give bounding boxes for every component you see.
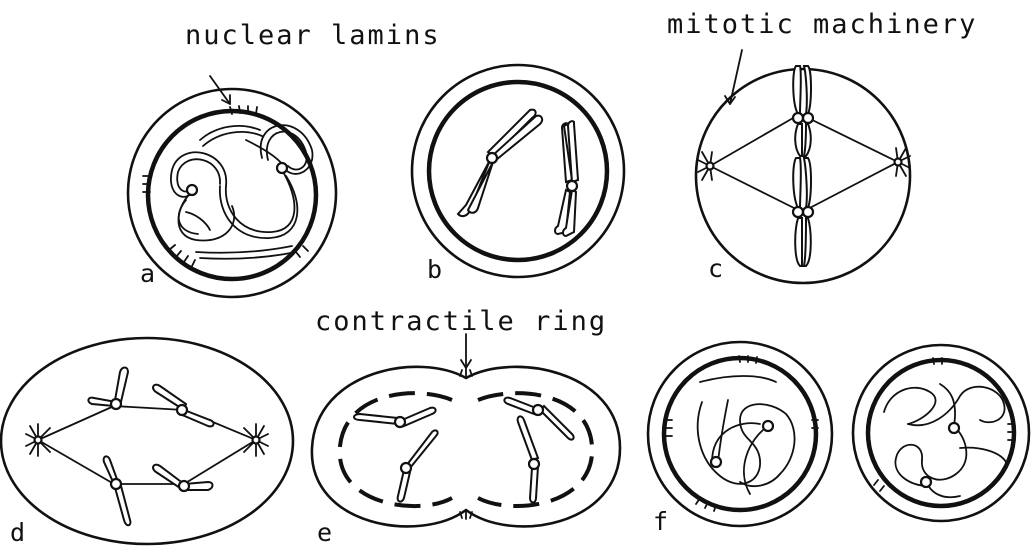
- panel-b-chromosome-1: [458, 110, 542, 216]
- panel-c-chromosomes: [793, 66, 813, 266]
- panel-c-letter: c: [708, 254, 724, 283]
- panel-e: contractile ring e: [312, 306, 620, 546]
- panel-b: b: [412, 65, 624, 284]
- panel-c-centrosome-left: [707, 163, 714, 170]
- panel-c-centrosome-right: [895, 159, 902, 166]
- nuclear-lamins-label: nuclear lamins: [185, 20, 441, 51]
- panel-e-contractile-ring-marks: [460, 369, 472, 519]
- contractile-ring-label: contractile ring: [315, 306, 607, 337]
- panel-f-left-nuclear-envelope: [664, 358, 816, 510]
- mitotic-machinery-label: mitotic machinery: [667, 9, 977, 40]
- panel-b-centromere-1: [487, 153, 497, 163]
- panel-e-cell-membrane: [312, 367, 620, 527]
- panel-f: f: [648, 342, 1029, 536]
- panel-d-spindle: [38, 406, 256, 484]
- panel-e-ring-arrow: [461, 334, 471, 368]
- panel-b-cell-membrane: [412, 65, 624, 277]
- panel-f-right-nuclear-envelope: [868, 360, 1014, 506]
- panel-d: d: [1, 338, 293, 546]
- panel-a-letter: a: [140, 259, 156, 288]
- panel-e-letter: e: [317, 518, 333, 546]
- panel-b-chromosome-2: [555, 121, 578, 236]
- panel-f-left-cell-membrane: [648, 342, 832, 526]
- panel-f-right-cell-membrane: [853, 345, 1029, 521]
- panel-b-centromere-2: [567, 181, 577, 191]
- panel-f-letter: f: [653, 507, 669, 536]
- panel-b-letter: b: [427, 255, 443, 284]
- panel-d-cell-membrane: [1, 338, 293, 544]
- panel-a-cell-membrane: [128, 89, 336, 297]
- panel-b-nuclear-envelope: [429, 82, 607, 260]
- panel-a: nuclear lamins a: [128, 20, 441, 297]
- panel-c: mitotic machinery c: [667, 9, 977, 283]
- panel-d-chromosomes: [88, 368, 213, 526]
- panel-a-centromere-1: [277, 163, 287, 173]
- panel-d-letter: d: [10, 518, 26, 546]
- panel-e-chromosomes: [354, 398, 574, 503]
- panel-f-left-chromatin: [698, 376, 795, 494]
- panel-f-right-chromatin: [884, 384, 1006, 497]
- panel-a-centromere-2: [187, 185, 197, 195]
